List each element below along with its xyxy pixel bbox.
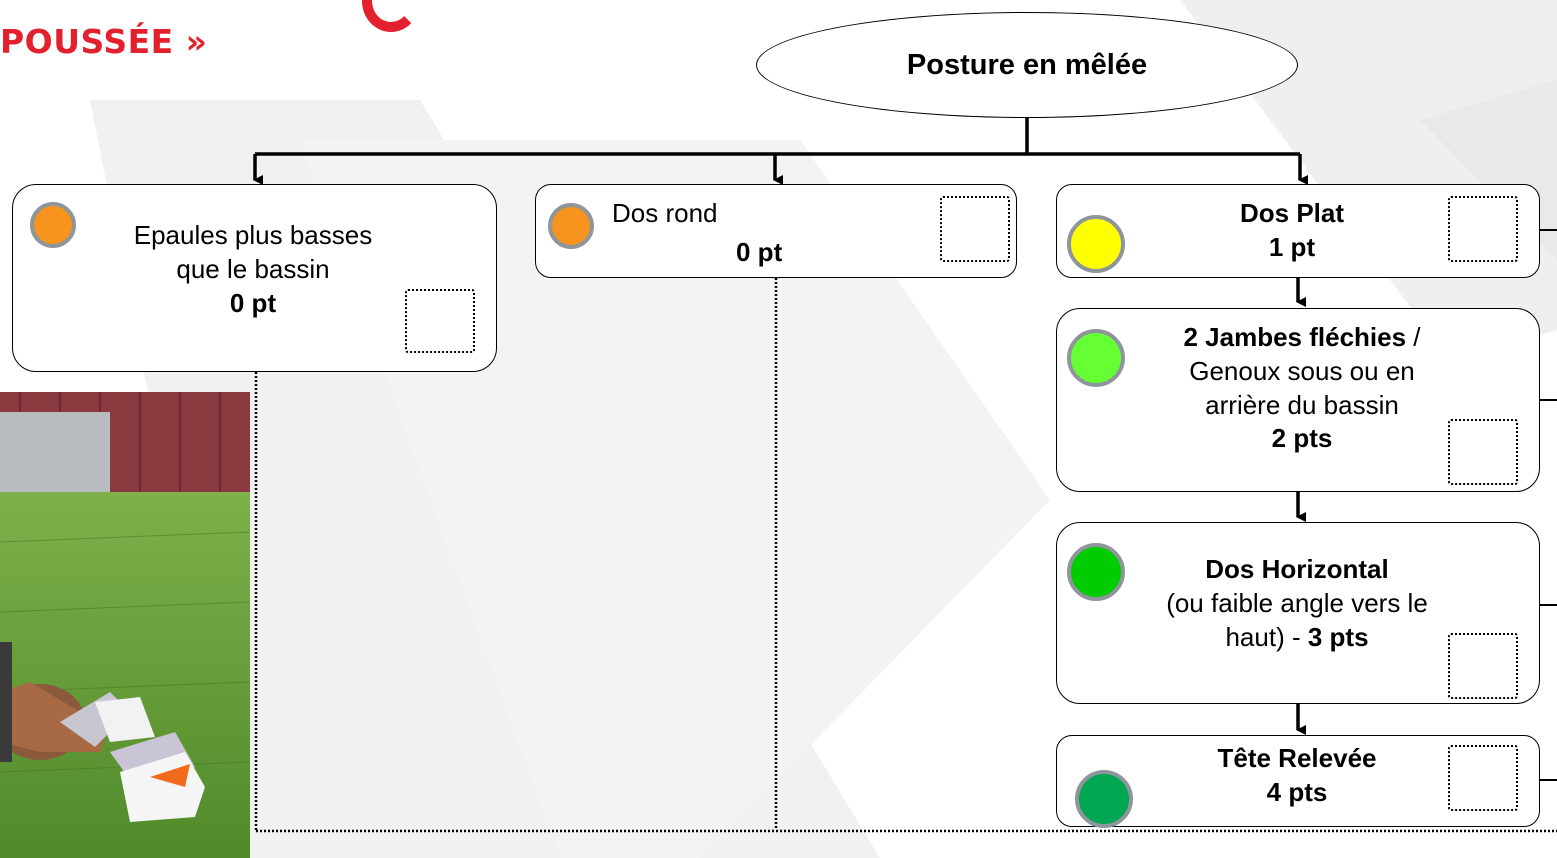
checkbox[interactable]	[1448, 745, 1518, 811]
player-photo	[0, 392, 250, 858]
checkbox[interactable]	[1448, 196, 1518, 262]
node-score: 0 pt	[736, 237, 783, 267]
node-jambes-flechies: 2 Jambes fléchies / Genoux sous ou en ar…	[1056, 308, 1540, 492]
node-label: Dos rond	[612, 198, 718, 228]
node-line: arrière du bassin	[1205, 389, 1399, 420]
status-dot-icon	[1075, 770, 1133, 828]
status-dot-icon	[1067, 543, 1125, 601]
checkbox[interactable]	[940, 196, 1010, 262]
node-title: Tête Relevée	[1217, 743, 1377, 773]
node-dos-plat: Dos Plat 1 pt	[1056, 184, 1540, 278]
node-title: Dos Horizontal	[1205, 554, 1389, 584]
checkbox[interactable]	[1448, 633, 1518, 699]
checkbox[interactable]	[405, 289, 475, 353]
node-text: Dos Plat 1 pt	[1187, 197, 1397, 265]
node-text: Epaules plus basses que le bassin 0 pt	[83, 219, 423, 320]
node-dos-rond: Dos rond 0 pt	[535, 184, 1017, 278]
node-epaules-basses: Epaules plus basses que le bassin 0 pt	[12, 184, 497, 372]
node-tete-relevee: Tête Relevée 4 pts	[1056, 735, 1540, 828]
status-dot-icon	[1067, 329, 1125, 387]
status-dot-icon	[548, 203, 594, 249]
page-title: POUSSÉE »	[0, 22, 208, 61]
node-text: Dos Horizontal (ou faible angle vers le …	[1117, 553, 1477, 654]
node-line: haut) - 3 pts	[1225, 621, 1369, 652]
node-text: Tête Relevée 4 pts	[1167, 742, 1427, 810]
node-score: 4 pts	[1266, 776, 1328, 807]
root-node: Posture en mêlée	[756, 12, 1298, 118]
status-dot-icon	[30, 202, 76, 248]
node-text: 2 Jambes fléchies / Genoux sous ou en ar…	[1127, 321, 1477, 456]
node-score: 1 pt	[1268, 231, 1316, 262]
node-score: 0 pt	[229, 287, 277, 318]
node-dos-horizontal: Dos Horizontal (ou faible angle vers le …	[1056, 522, 1540, 704]
node-score: 2 pts	[1271, 423, 1333, 454]
status-dot-icon	[1067, 215, 1125, 273]
node-line: Epaules plus basses	[133, 220, 373, 250]
node-line: Genoux sous ou en	[1189, 355, 1415, 386]
node-line: que le bassin	[176, 253, 330, 284]
node-title: 2 Jambes fléchies /	[1183, 322, 1421, 352]
node-line: (ou faible angle vers le	[1166, 587, 1428, 618]
node-title: Dos Plat	[1239, 198, 1345, 228]
title-decoration	[362, 0, 420, 32]
checkbox[interactable]	[1448, 419, 1518, 485]
